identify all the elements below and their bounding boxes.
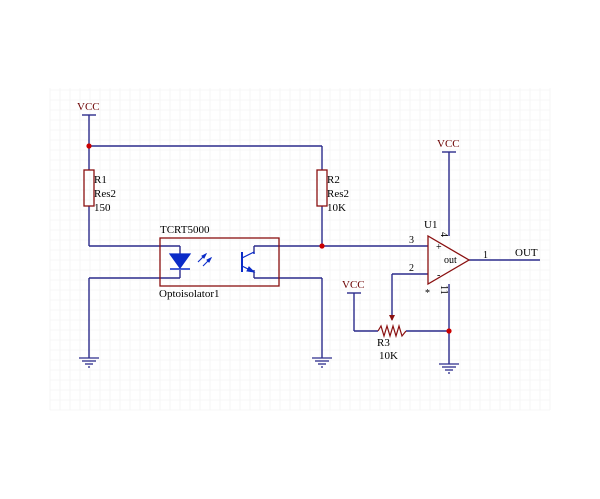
vcc-symbol-pot: VCC (342, 279, 365, 294)
ground-symbol-right (439, 363, 459, 374)
ground-symbol-left (79, 357, 99, 368)
phototransistor-icon (241, 251, 256, 273)
pin-1-number: 1 (483, 250, 488, 261)
opamp-designator: U1 (424, 219, 437, 231)
r2-value: 10K (327, 202, 346, 214)
potentiometer-r3: R3 10K (377, 315, 407, 362)
resistor-r1: R1 Res2 150 (83, 169, 116, 214)
vcc-label-pot: VCC (342, 279, 365, 291)
op-amp-u1: U1 3 2 1 + - out 4 11 * (409, 219, 488, 299)
opto-package (159, 237, 280, 287)
vcc-symbol-left: VCC (77, 101, 100, 116)
optoisolator: TCRT5000 Optoisolator1 (159, 224, 280, 300)
background-grid (49, 88, 551, 411)
r1-type: Res2 (94, 188, 116, 200)
led-icon (168, 252, 213, 270)
vcc-symbol-opamp: VCC (437, 138, 460, 153)
r1-designator: R1 (94, 174, 107, 186)
pin-3-number: 3 (409, 235, 414, 246)
r3-value: 10K (379, 350, 398, 362)
pin-4-number: 4 (438, 232, 449, 237)
pin-11-number: 11 (438, 285, 449, 295)
r2-designator: R2 (327, 174, 340, 186)
pin-2-number: 2 (409, 263, 414, 274)
out-label: out (444, 255, 457, 266)
plus-sign: + (436, 242, 442, 253)
wires (88, 115, 540, 364)
vcc-label-left: VCC (77, 101, 100, 113)
junctions (86, 143, 452, 334)
junction-top-left (86, 143, 92, 149)
r3-designator: R3 (377, 337, 390, 349)
output-label: OUT (515, 247, 538, 259)
minus-sign: - (437, 270, 440, 281)
r1-value: 150 (94, 202, 111, 214)
vcc-label-opamp: VCC (437, 138, 460, 150)
opto-part-name: TCRT5000 (160, 224, 210, 236)
opto-designator: Optoisolator1 (159, 288, 220, 300)
r2-type: Res2 (327, 188, 349, 200)
pot-wiper-arrow (389, 315, 395, 321)
opamp-triangle (427, 234, 471, 286)
junction-gnd-right (446, 328, 452, 334)
star-mark: * (425, 288, 430, 299)
ground-symbol-mid (312, 357, 332, 368)
resistor-r2: R2 Res2 10K (316, 169, 349, 214)
junction-signal (319, 243, 325, 249)
